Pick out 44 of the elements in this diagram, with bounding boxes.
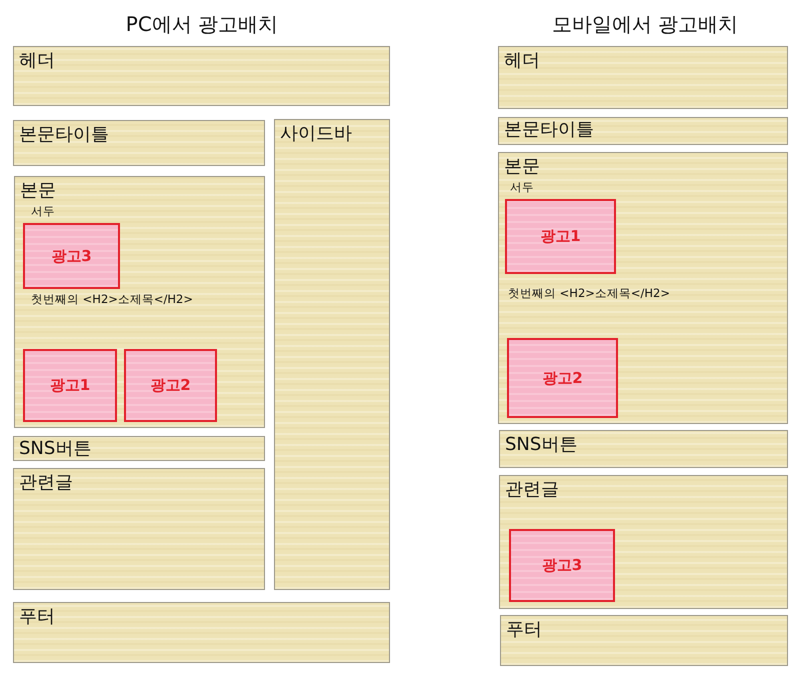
section-label: 관련글 (19, 472, 73, 494)
ad-label: 광고2 (150, 376, 191, 395)
section-label: 본문타이틀 (19, 124, 109, 146)
layout-section (13, 468, 265, 590)
layout-section (13, 120, 265, 166)
section-label: 본문 (20, 180, 56, 202)
ad-slot (507, 338, 618, 418)
section-label: SNS버튼 (505, 434, 578, 456)
layout-section (498, 46, 788, 109)
section-label: 사이드바 (280, 123, 352, 145)
ad-label: 광고2 (542, 368, 583, 388)
content-note: 서두 (510, 180, 534, 194)
content-note: 첫번째의 <H2>소제목</H2> (508, 286, 670, 300)
ad-label: 광고3 (542, 556, 582, 575)
ad-slot (509, 529, 615, 602)
content-note: 서두 (31, 204, 55, 218)
ad-label: 광고1 (50, 376, 90, 395)
content-note: 첫번째의 <H2>소제목</H2> (31, 292, 194, 306)
ad-label: 광고1 (540, 227, 581, 246)
section-label: SNS버튼 (19, 438, 92, 460)
section-label: 헤더 (504, 50, 540, 72)
ad-slot (23, 223, 120, 289)
section-label: 본문 (504, 156, 540, 178)
section-label: 푸터 (506, 619, 542, 641)
layout-section (13, 46, 390, 106)
layout-section (14, 176, 265, 428)
ad-slot (23, 349, 117, 422)
layout-section (13, 602, 390, 663)
layout-section (500, 615, 788, 666)
ad-slot (505, 199, 616, 274)
layout-section (499, 430, 788, 468)
layout-section (498, 152, 788, 424)
ad-slot (124, 349, 217, 422)
layout-section (499, 475, 788, 609)
layout-section (13, 436, 265, 461)
section-label: 본문타이틀 (504, 119, 594, 141)
section-label: 관련글 (505, 479, 559, 501)
section-label: 푸터 (19, 606, 55, 628)
section-label: 헤더 (19, 50, 55, 72)
column-heading: 모바일에서 광고배치 (552, 11, 738, 37)
layout-section (498, 117, 788, 145)
layout-section (274, 119, 390, 590)
ad-label: 광고3 (51, 246, 92, 266)
column-heading: PC에서 광고배치 (126, 11, 278, 37)
